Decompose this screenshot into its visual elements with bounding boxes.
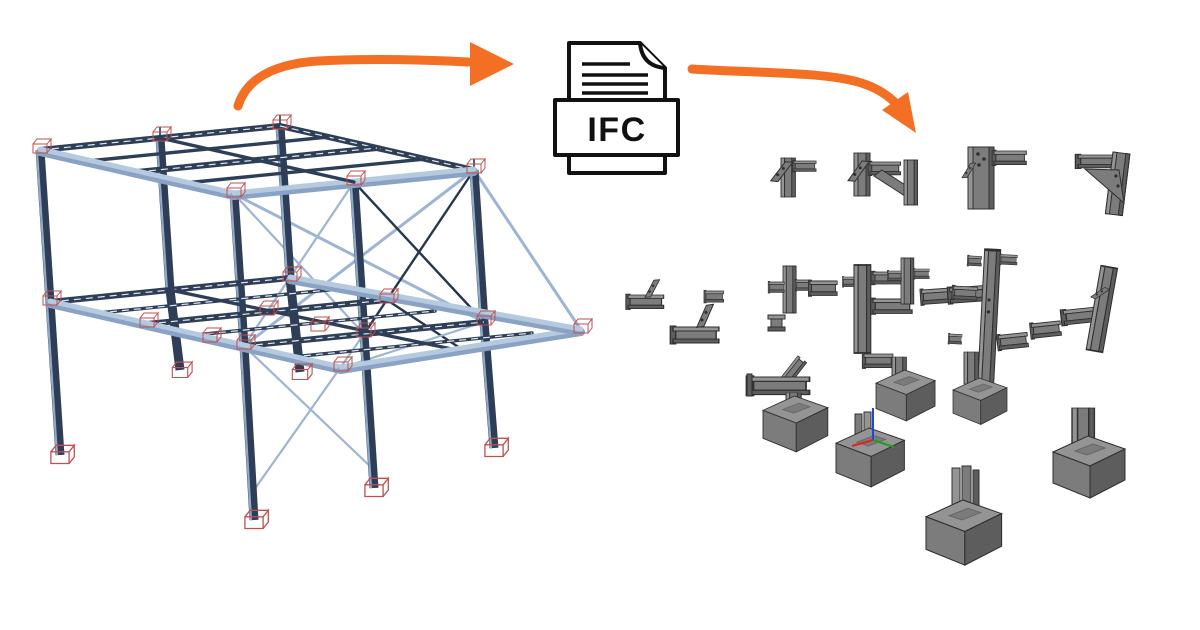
document-fold-corner xyxy=(638,42,666,70)
connection-piece-17-base-assembly xyxy=(745,355,829,453)
connection-piece-4 xyxy=(1074,151,1131,217)
foundation-block-5 xyxy=(925,465,1003,566)
connection-piece-9 xyxy=(807,279,838,297)
connection-piece-5 xyxy=(625,276,665,310)
connection-piece-14 xyxy=(947,248,1018,392)
connection-piece-2 xyxy=(842,152,919,206)
connection-piece-8 xyxy=(767,265,811,314)
connection-piece-10 xyxy=(767,314,786,332)
ifc-label-band xyxy=(553,98,680,157)
connection-piece-1 xyxy=(765,157,817,198)
frame-floor-beams xyxy=(46,274,585,374)
frame-base-markers xyxy=(50,361,509,530)
foundation-block-4 xyxy=(835,408,905,488)
arrow-ifc-to-connections-icon xyxy=(687,64,916,133)
arrow-model-to-ifc-icon xyxy=(233,42,514,111)
connection-details xyxy=(625,146,1131,566)
connection-piece-7 xyxy=(669,300,721,345)
frame-bracing xyxy=(233,168,583,491)
steel-frame-model xyxy=(32,114,593,530)
frame-columns xyxy=(35,115,499,521)
connection-piece-3 xyxy=(957,146,1027,210)
foundation-block-6 xyxy=(1052,407,1126,499)
document-text-lines xyxy=(582,62,648,95)
ifc-file-icon: IFC xyxy=(553,41,680,175)
foundation-block-1 xyxy=(762,395,829,453)
origin-axis-triad xyxy=(851,408,895,448)
connection-piece-6 xyxy=(703,289,725,304)
frame-roof-beams xyxy=(36,123,478,200)
ifc-label: IFC xyxy=(587,111,646,149)
